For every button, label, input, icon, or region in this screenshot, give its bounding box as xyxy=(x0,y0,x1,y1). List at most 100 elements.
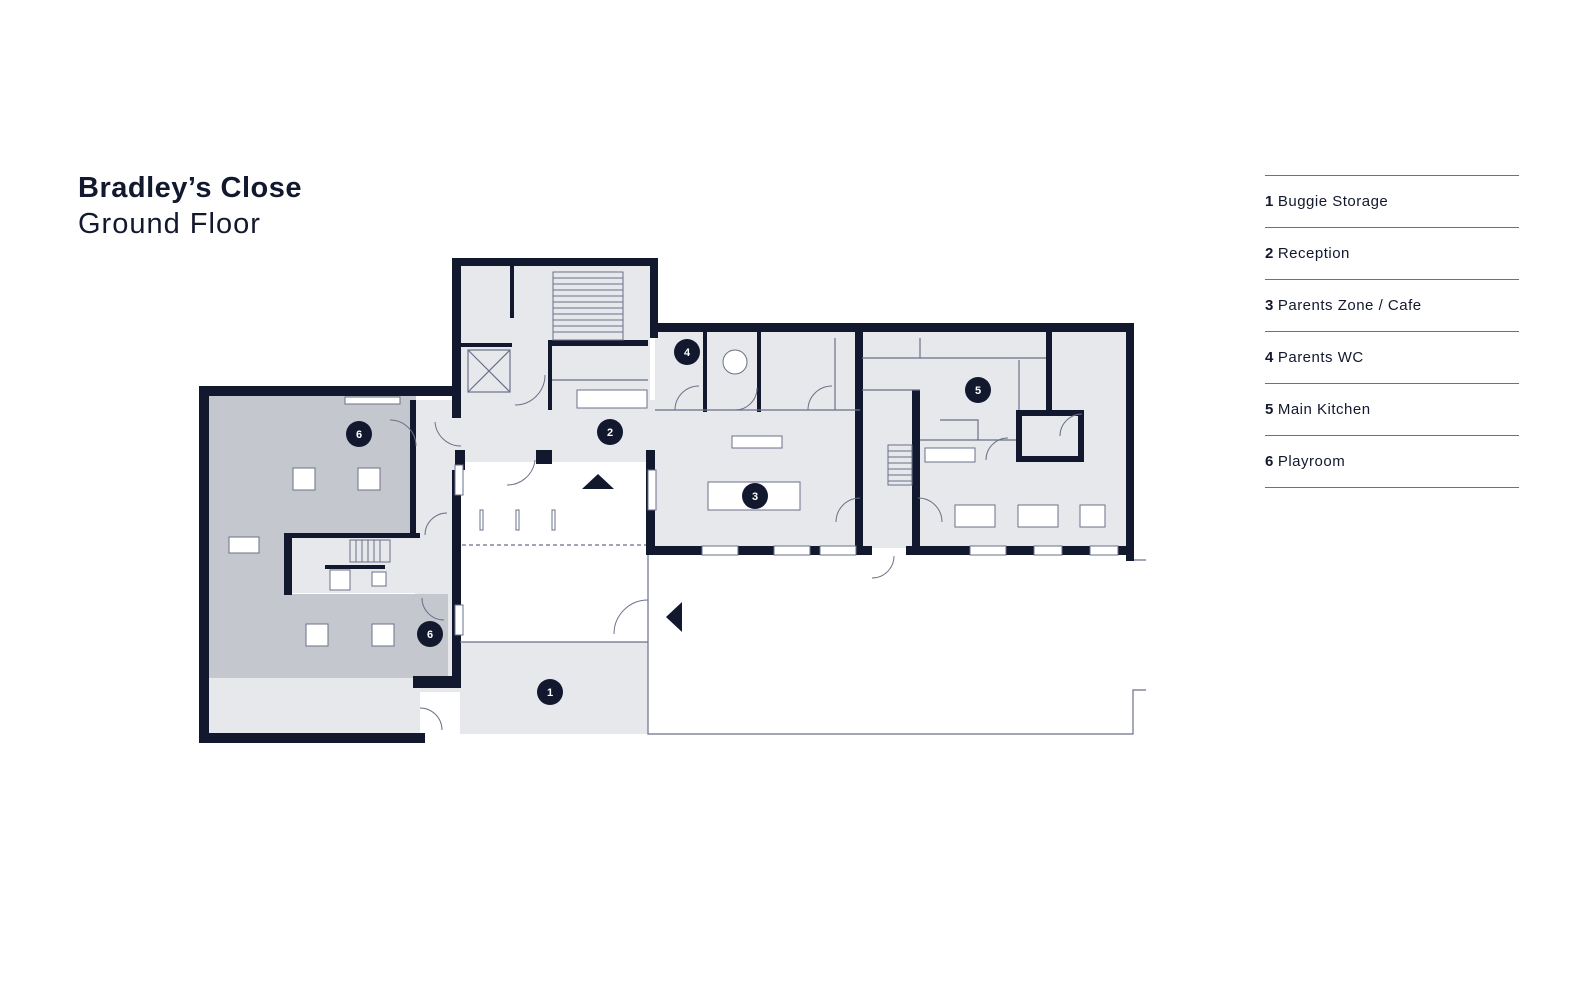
window xyxy=(344,396,401,405)
office-table xyxy=(722,349,748,375)
wall xyxy=(1046,332,1052,412)
wall xyxy=(650,258,658,338)
window xyxy=(1033,545,1063,556)
wall xyxy=(1126,323,1134,561)
wall xyxy=(284,533,420,538)
legend-number: 2 xyxy=(1265,245,1274,262)
door-swing xyxy=(506,459,536,486)
legend-item-reception: 2 Reception xyxy=(1265,228,1519,280)
table xyxy=(357,467,381,491)
room-markers: 1 2 3 4 5 6 6 xyxy=(346,339,991,705)
kitchen-unit xyxy=(954,504,996,528)
svg-text:4: 4 xyxy=(684,347,691,359)
legend-number: 3 xyxy=(1265,297,1274,314)
reception-desk xyxy=(576,389,648,409)
wall xyxy=(906,546,1134,555)
page-subtitle: Ground Floor xyxy=(78,208,261,240)
room-marker-6b: 6 xyxy=(417,621,443,647)
bike-rack xyxy=(479,509,484,531)
svg-text:6: 6 xyxy=(356,429,362,441)
room-marker-5: 5 xyxy=(965,377,991,403)
wall xyxy=(536,450,552,464)
stair-treads xyxy=(888,450,912,482)
entrance-arrow-west xyxy=(666,602,682,632)
stair-east xyxy=(887,444,913,486)
window xyxy=(647,469,657,511)
svg-text:6: 6 xyxy=(427,629,433,641)
door-swing xyxy=(613,599,649,635)
door-swing xyxy=(917,497,943,523)
legend-label: Main Kitchen xyxy=(1277,401,1371,418)
wall xyxy=(199,733,425,743)
bench xyxy=(228,536,260,554)
window xyxy=(454,604,464,636)
cafe-counter xyxy=(731,435,783,449)
svg-text:2: 2 xyxy=(607,427,613,439)
floor-stair-block xyxy=(460,266,650,406)
wall xyxy=(548,340,552,410)
room-marker-6a: 6 xyxy=(346,421,372,447)
legend-label: Reception xyxy=(1277,245,1350,262)
kitchen-unit xyxy=(1017,504,1059,528)
door-swing xyxy=(389,419,417,447)
room-marker-2: 2 xyxy=(597,419,623,445)
floor-playroom-north xyxy=(208,395,416,533)
room-marker-1: 1 xyxy=(537,679,563,705)
door-swing xyxy=(424,512,448,536)
legend-item-parents-wc: 4 Parents WC xyxy=(1265,332,1519,384)
wall xyxy=(855,332,863,546)
window xyxy=(454,464,464,496)
table xyxy=(292,467,316,491)
outlines xyxy=(460,338,1146,735)
legend-item-main-kitchen: 5 Main Kitchen xyxy=(1265,384,1519,436)
wall xyxy=(284,533,292,595)
svg-text:3: 3 xyxy=(752,491,758,503)
legend-label: Buggie Storage xyxy=(1277,193,1389,210)
window xyxy=(1089,545,1119,556)
entrance-arrow-north xyxy=(582,474,614,489)
door-swing xyxy=(419,707,443,731)
svg-text:1: 1 xyxy=(547,687,553,699)
windows xyxy=(344,396,1119,636)
legend-number: 5 xyxy=(1265,401,1274,418)
stair-treads xyxy=(553,277,623,333)
wall xyxy=(410,400,416,535)
window xyxy=(969,545,1007,556)
wc-fixture xyxy=(329,569,351,591)
legend-number: 6 xyxy=(1265,453,1274,470)
door-swing xyxy=(807,385,833,411)
wall xyxy=(510,266,514,318)
wall xyxy=(452,258,461,418)
room-legend: 1 Buggie Storage 2 Reception 3 Parents Z… xyxy=(1265,175,1519,488)
door-swing xyxy=(734,387,758,411)
entrance-arrows xyxy=(582,474,682,632)
legend-label: Parents WC xyxy=(1277,349,1364,366)
door-swing xyxy=(434,421,462,447)
stair-west xyxy=(349,539,391,563)
internal-partition xyxy=(940,419,979,440)
wall xyxy=(452,258,658,266)
bike-rack xyxy=(515,509,520,531)
wall xyxy=(1078,410,1084,462)
wall xyxy=(912,390,920,546)
staircases xyxy=(349,271,913,563)
door-swing xyxy=(514,374,546,406)
lift-cross xyxy=(467,349,511,393)
door-swing xyxy=(421,597,445,621)
kitchen-sink xyxy=(924,447,976,463)
furniture xyxy=(228,349,1106,647)
wall xyxy=(655,323,1133,332)
floor-south-store xyxy=(208,678,420,733)
door-swing xyxy=(985,437,1009,461)
wall xyxy=(648,546,872,555)
wall xyxy=(199,386,209,743)
table xyxy=(305,623,329,647)
legend-label: Parents Zone / Cafe xyxy=(1277,297,1422,314)
wc-fixture xyxy=(371,571,387,587)
lift xyxy=(467,349,511,393)
kitchen-unit xyxy=(1079,504,1106,528)
door-swing xyxy=(1059,413,1083,437)
window xyxy=(819,545,857,556)
window xyxy=(773,545,811,556)
